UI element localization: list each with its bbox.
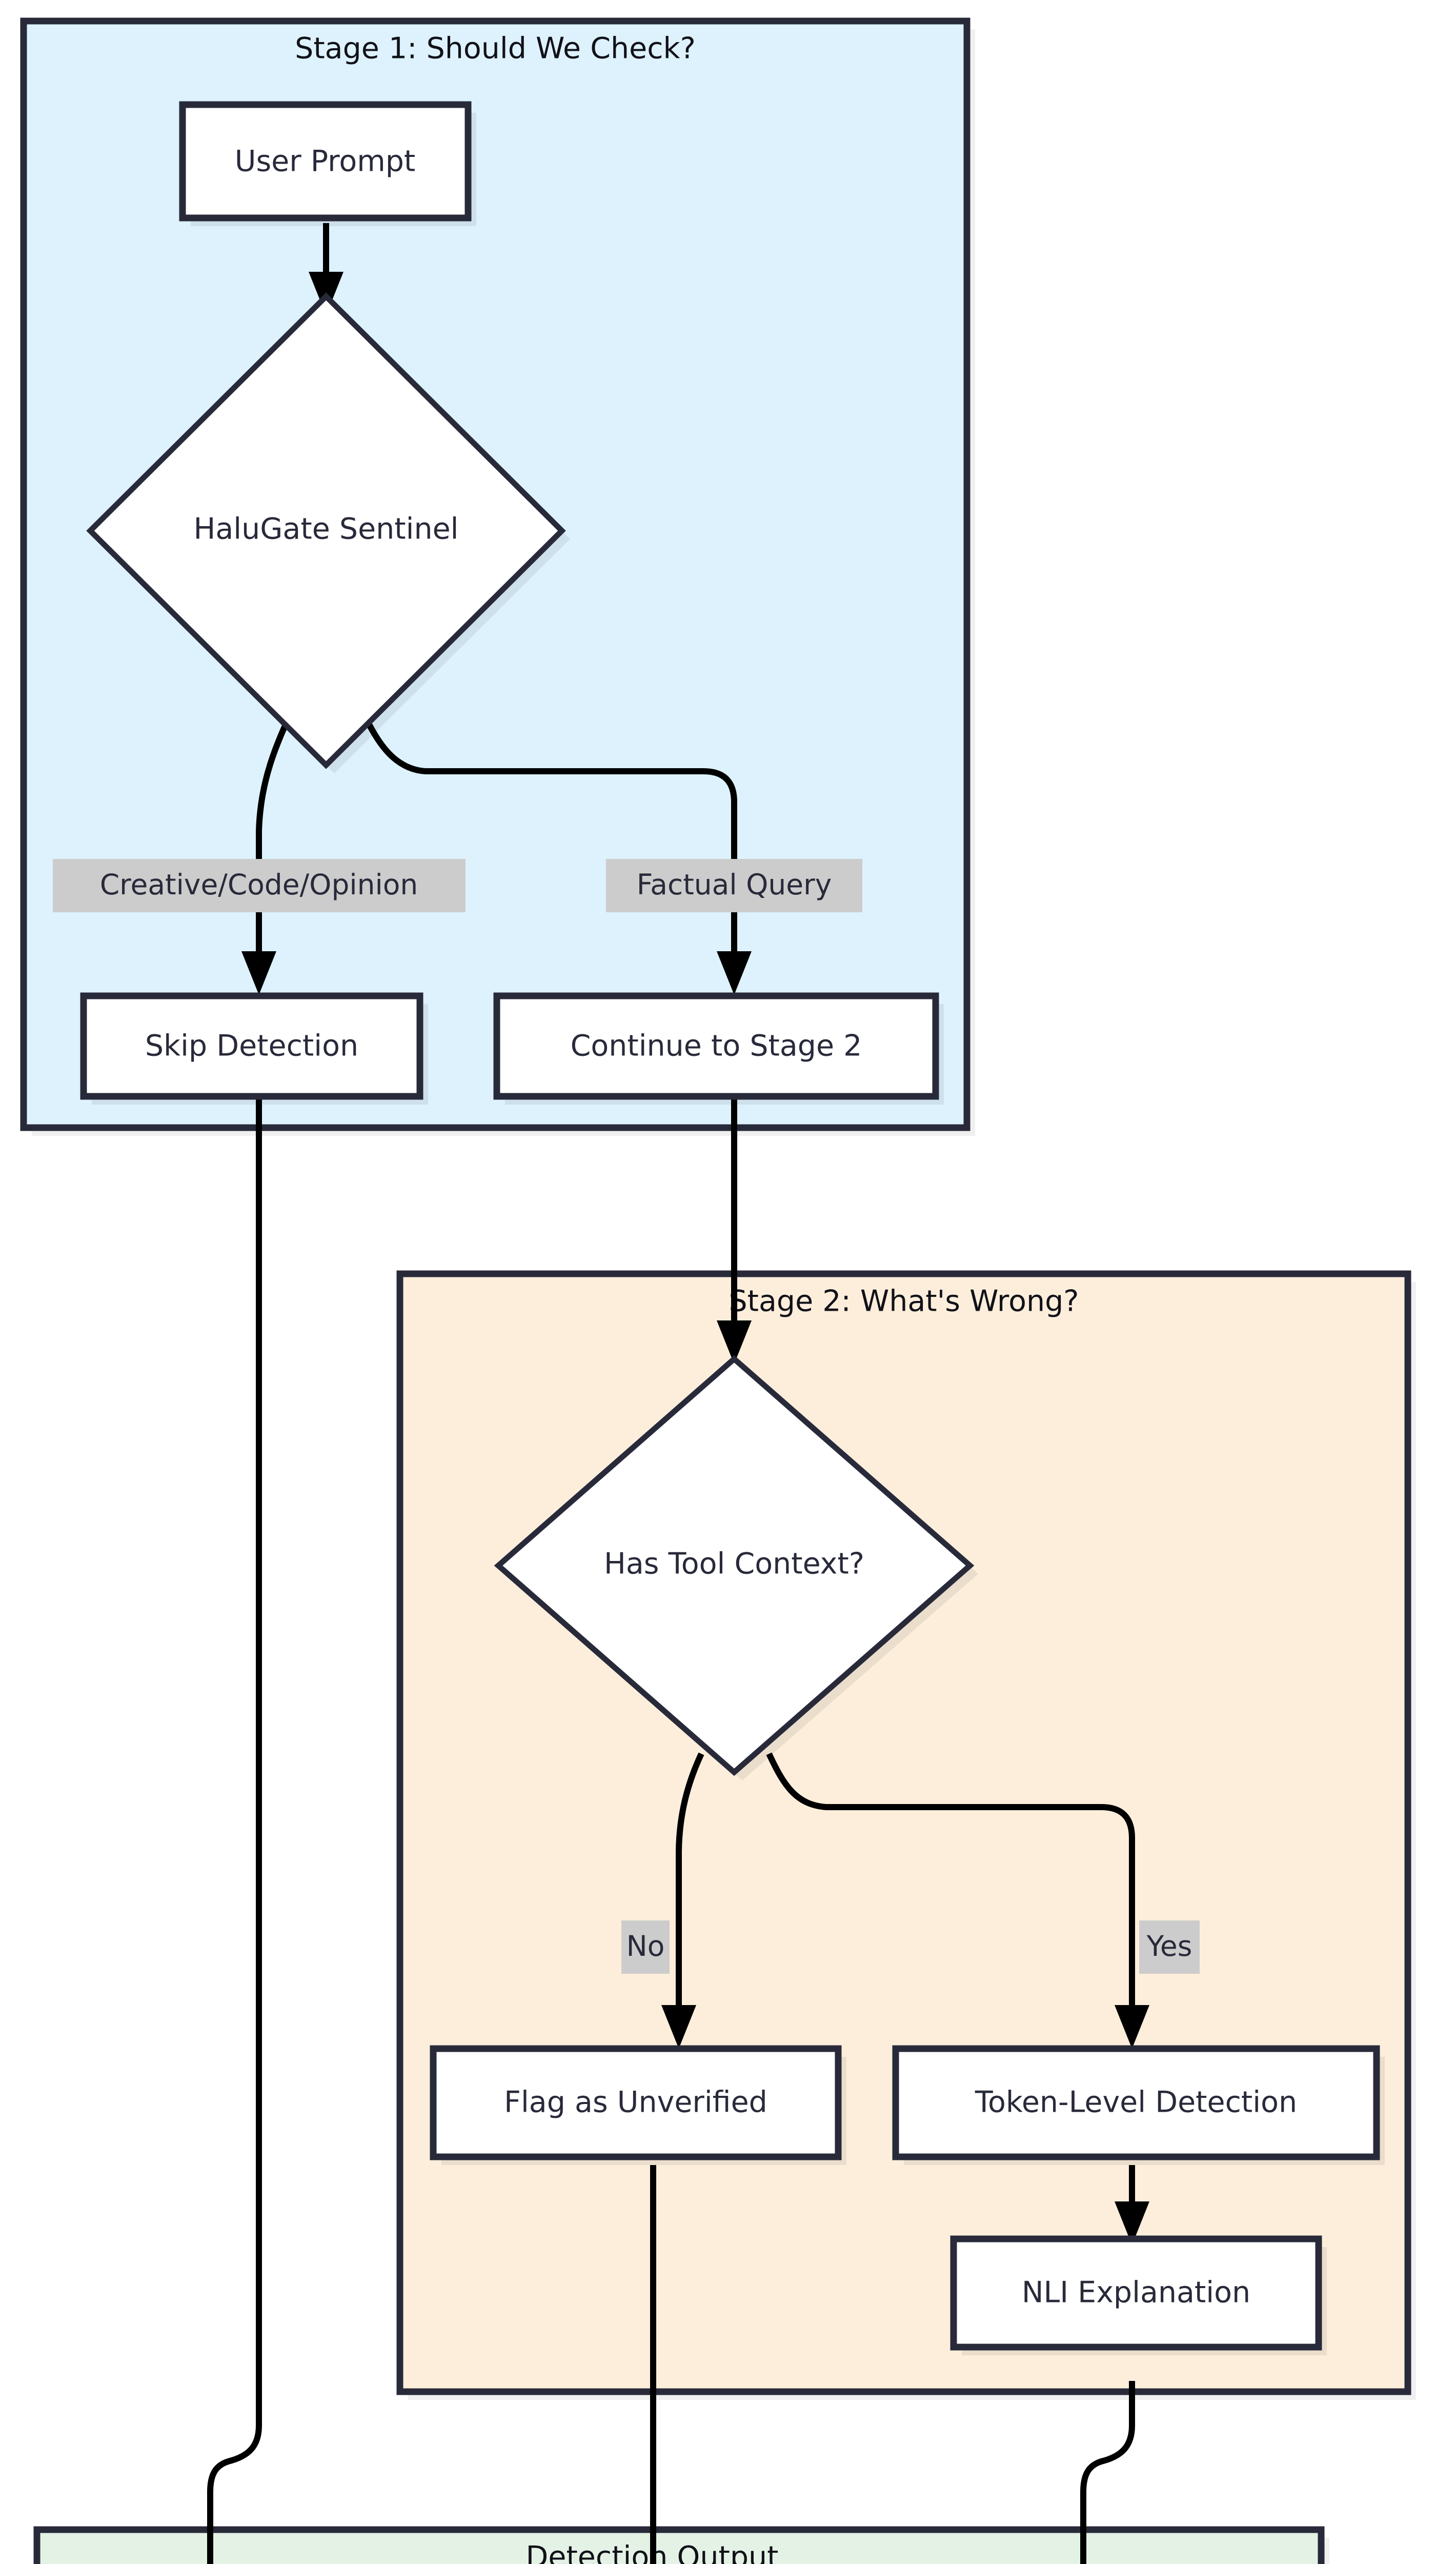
cluster-stage2-rect xyxy=(396,1270,1411,2395)
edge-label-creative-code-opinion-text: Creative/Code/Opinion xyxy=(100,868,418,901)
edge-label-yes-bg xyxy=(1139,1920,1200,1974)
node-user-prompt[interactable]: User Prompt xyxy=(179,101,476,226)
edge-has-tool-context-to-token-level-detection xyxy=(766,1752,1149,2049)
node-flag-as-unverified[interactable]: Flag as Unverified xyxy=(430,2045,846,2165)
cluster-stage2-title: Stage 2: What's Wrong? xyxy=(729,1285,1079,1318)
edge-skip-detection-to-pass-through xyxy=(207,1096,262,2564)
edge-label-factual-query-text: Factual Query xyxy=(637,868,832,901)
node-continue-to-stage-2[interactable]: Continue to Stage 2 xyxy=(493,992,944,1105)
edge-label-yes: Yes xyxy=(1139,1920,1200,1974)
node-nli-explanation-rect[interactable] xyxy=(950,2235,1322,2351)
node-flag-as-unverified-label: Flag as Unverified xyxy=(504,2086,767,2119)
node-halugate-sentinel[interactable]: HaluGate Sentinel xyxy=(86,292,570,773)
edge-label-factual-query: Factual Query xyxy=(606,859,862,912)
node-token-level-detection-rect[interactable] xyxy=(892,2045,1380,2160)
edge-has-tool-context-to-flag-unverified xyxy=(661,1752,704,2049)
cluster-output-rect xyxy=(33,2526,1325,2564)
node-flag-as-unverified-rect[interactable] xyxy=(430,2045,842,2160)
node-skip-detection-label: Skip Detection xyxy=(145,1029,358,1063)
node-user-prompt-rect[interactable] xyxy=(179,101,472,222)
node-nli-explanation-label: NLI Explanation xyxy=(1022,2276,1250,2310)
edge-label-factual-query-bg xyxy=(606,859,862,912)
edge-label-no: No xyxy=(621,1920,670,1974)
edge-label-yes-text: Yes xyxy=(1146,1930,1192,1962)
edge-nli-explanation-to-detailed-report xyxy=(1080,2381,1135,2564)
edge-continue-stage2-to-has-tool-context xyxy=(717,1096,752,1364)
node-token-level-detection-label: Token-Level Detection xyxy=(975,2086,1297,2119)
edge-sentinel-to-continue-stage2 xyxy=(359,708,752,995)
edge-flag-unverified-to-warning-header xyxy=(650,2165,656,2564)
node-continue-to-stage-2-rect[interactable] xyxy=(493,992,939,1100)
node-has-tool-context-label: Has Tool Context? xyxy=(604,1547,864,1581)
edge-label-no-bg xyxy=(621,1920,670,1974)
node-nli-explanation[interactable]: NLI Explanation xyxy=(950,2235,1327,2355)
node-continue-to-stage-2-label: Continue to Stage 2 xyxy=(571,1029,862,1063)
cluster-output: Detection Output xyxy=(33,2526,1329,2564)
edge-label-creative-code-opinion: Creative/Code/Opinion xyxy=(53,859,466,912)
node-halugate-sentinel-label: HaluGate Sentinel xyxy=(194,512,459,546)
edge-label-no-text: No xyxy=(626,1930,665,1962)
node-skip-detection[interactable]: Skip Detection xyxy=(80,992,428,1105)
node-skip-detection-rect[interactable] xyxy=(80,992,423,1100)
edge-label-creative-code-opinion-bg xyxy=(53,859,466,912)
node-has-tool-context-diamond[interactable] xyxy=(494,1355,975,1776)
edge-token-level-detection-to-nli-explanation xyxy=(1115,2165,1149,2245)
cluster-stage2: Stage 2: What's Wrong? xyxy=(396,1270,1416,2400)
node-has-tool-context[interactable]: Has Tool Context? xyxy=(494,1355,978,1780)
node-token-level-detection[interactable]: Token-Level Detection xyxy=(892,2045,1385,2165)
cluster-stage1-title: Stage 1: Should We Check? xyxy=(295,32,696,66)
node-user-prompt-label: User Prompt xyxy=(235,145,416,178)
node-halugate-sentinel-diamond[interactable] xyxy=(86,292,566,769)
